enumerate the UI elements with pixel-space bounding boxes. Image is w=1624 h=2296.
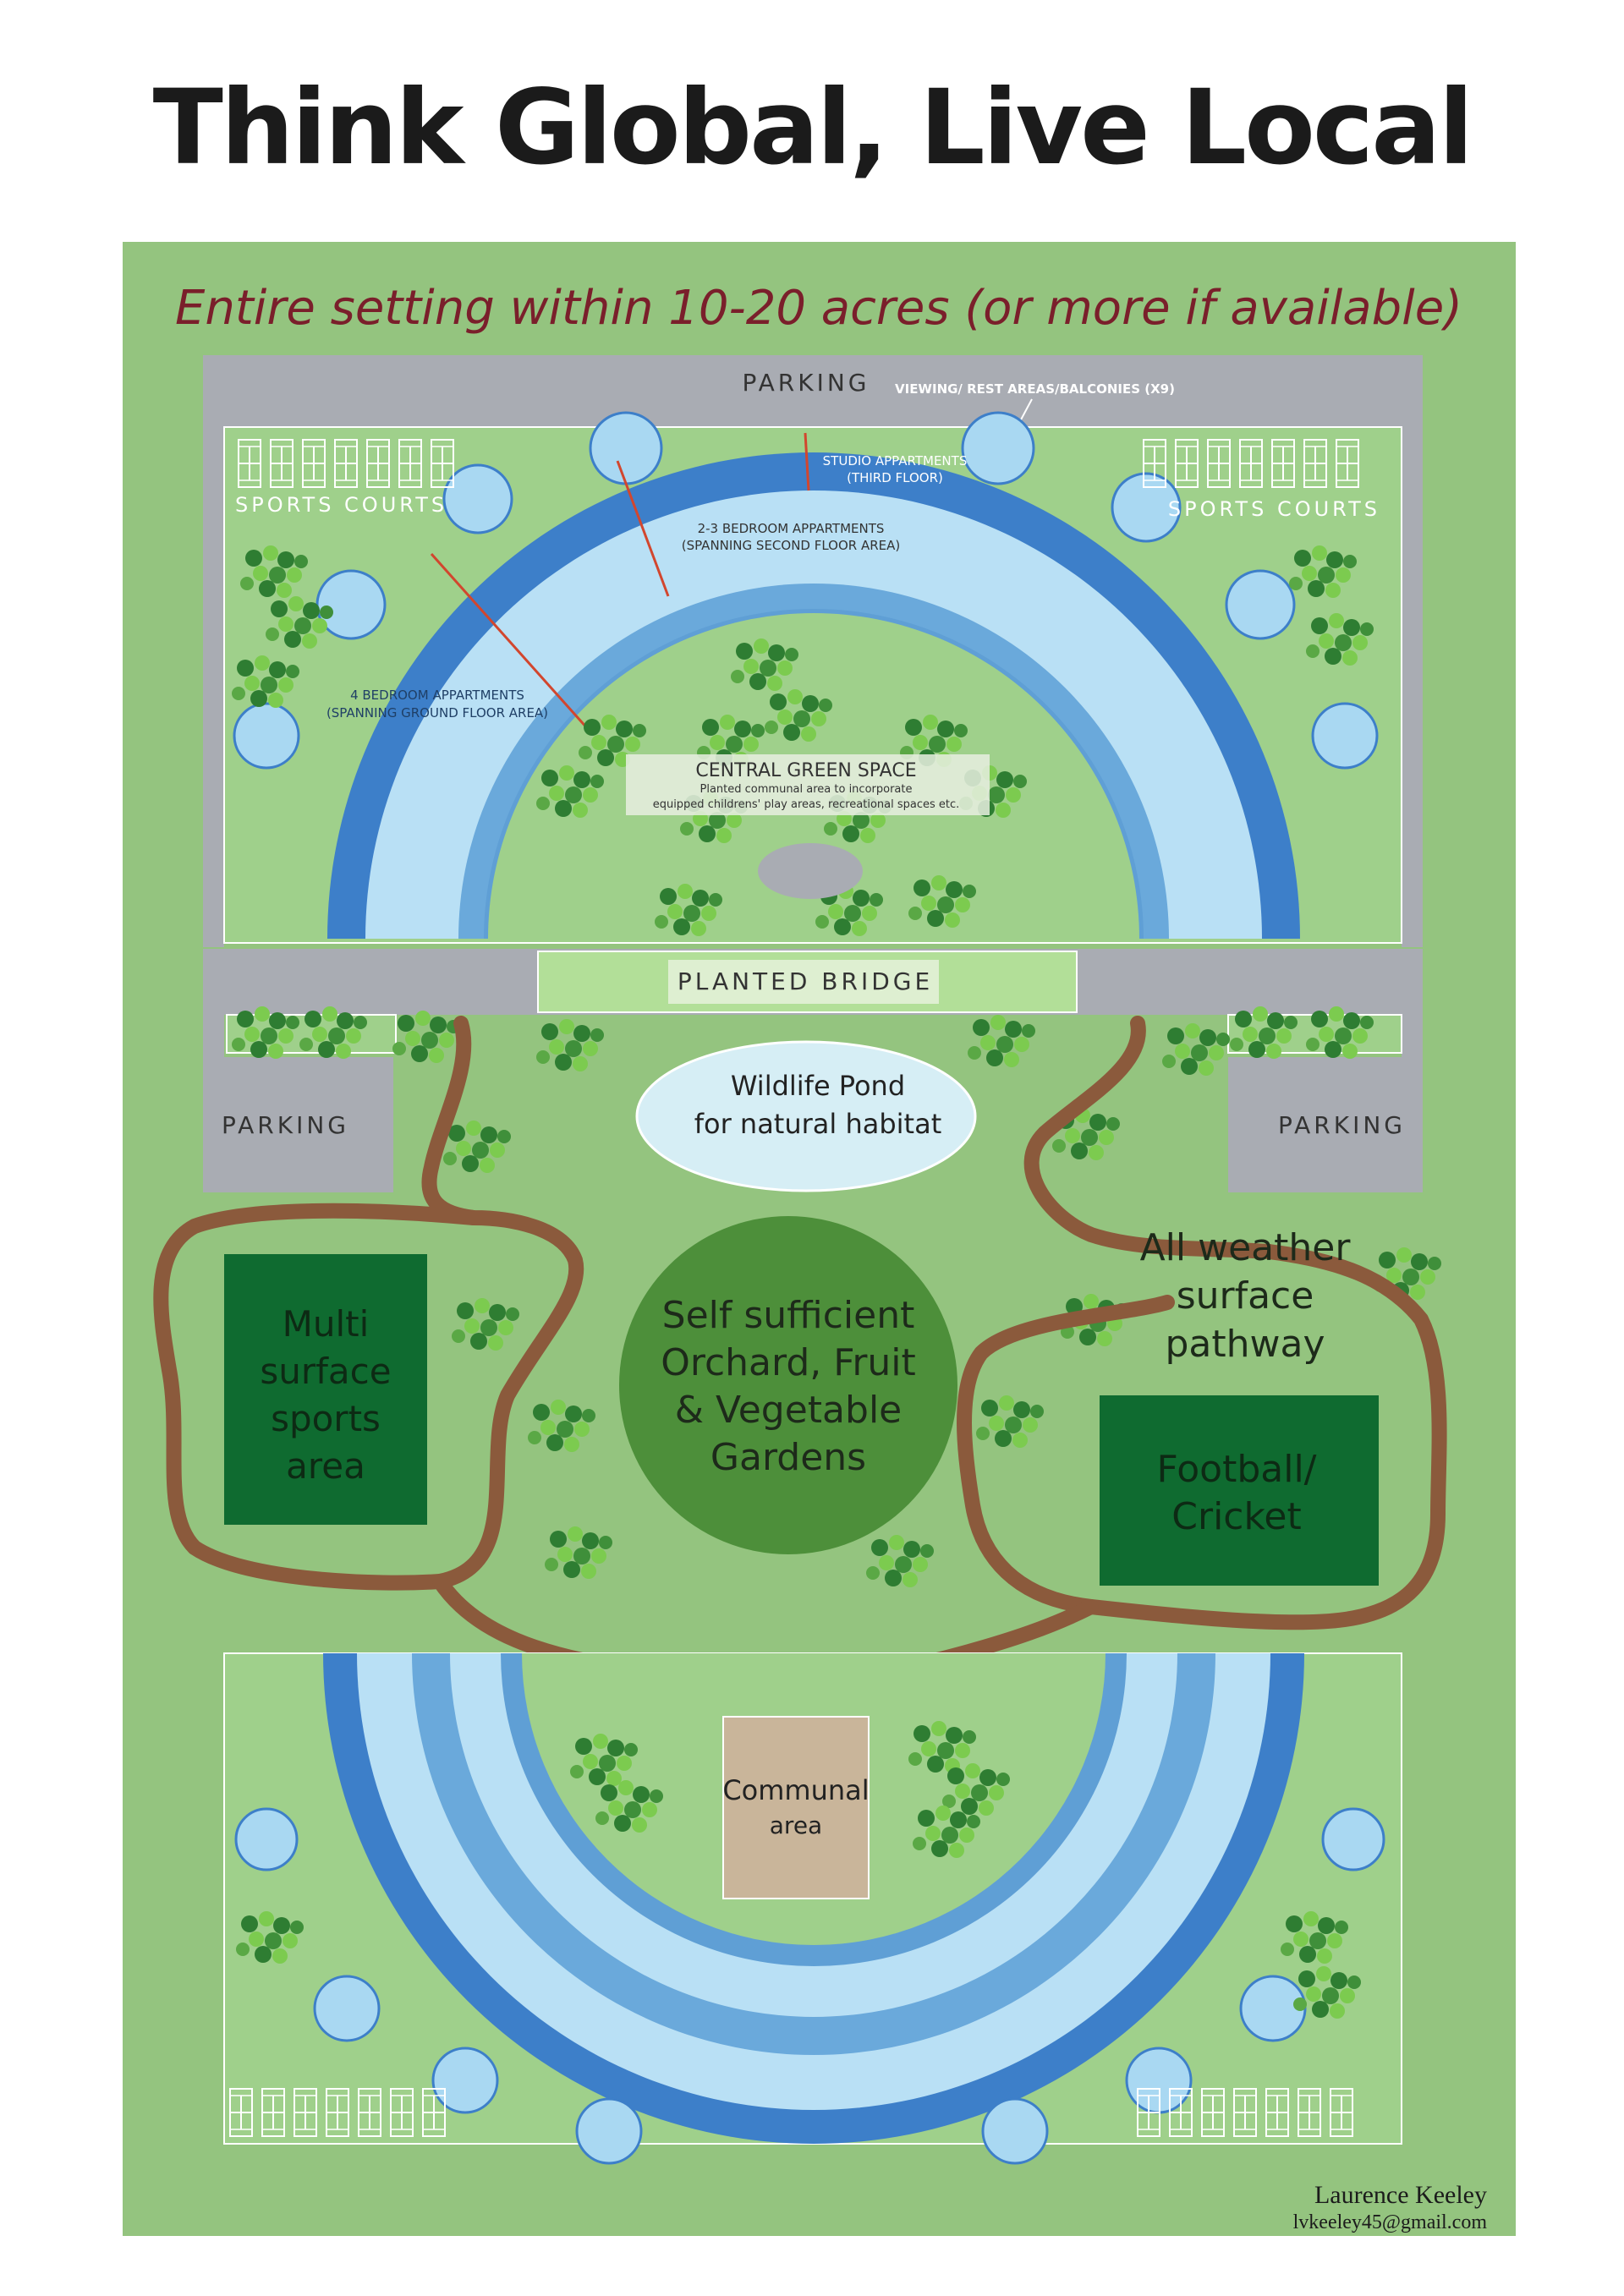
- balcony: [1111, 472, 1182, 543]
- communal-label-1: Communal: [722, 1774, 869, 1806]
- balcony: [431, 2047, 499, 2114]
- sports-courts-left-label: SPORTS COURTS: [235, 493, 447, 517]
- balcony: [234, 1807, 299, 1871]
- bedroom-23-label-2: (SPANNING SECOND FLOOR AREA): [682, 538, 901, 553]
- football-label-1: Football/: [1157, 1448, 1317, 1491]
- central-green-title: CENTRAL GREEN SPACE: [695, 760, 916, 781]
- balcony: [313, 1975, 381, 2042]
- parking-top: [203, 355, 1421, 427]
- planted-bridge-label: PLANTED BRIDGE: [678, 967, 933, 995]
- parking-right: [1228, 1057, 1423, 1192]
- viewing-areas-pointer: [1018, 398, 1033, 424]
- viewing-areas-label: VIEWING/ REST AREAS/BALCONIES (X9): [895, 381, 1175, 397]
- balcony: [575, 2097, 643, 2165]
- multi-label-1: Multi: [283, 1303, 370, 1345]
- central-green-label-box: [626, 754, 990, 815]
- sports-courts-right: [1143, 439, 1359, 488]
- studio-label-1: STUDIO APPARTMENTS: [823, 453, 968, 469]
- road-left: [203, 355, 224, 947]
- bedroom-4-label-1: 4 BEDROOM APPARTMENTS: [350, 688, 524, 703]
- author-email: lvkeeley45@gmail.com: [1293, 2211, 1488, 2233]
- balcony: [981, 2097, 1049, 2165]
- all-weather-pathway: [153, 1016, 1447, 1685]
- central-green-sub-1: Planted communal area to incorporate: [700, 783, 913, 796]
- studio-label-2: (THIRD FLOOR): [847, 470, 943, 485]
- road-right: [1402, 355, 1423, 947]
- planted-bridge-label-box: [668, 960, 939, 1004]
- orchard-label-3: & Vegetable: [675, 1389, 903, 1432]
- parking-right-label: PARKING: [1278, 1111, 1406, 1139]
- football-label-2: Cricket: [1171, 1495, 1301, 1538]
- bedroom-23-label-1: 2-3 BEDROOM APPARTMENTS: [698, 521, 885, 536]
- balcony: [961, 411, 1035, 485]
- top-balconies: [233, 411, 1379, 770]
- sports-courts-left: [238, 439, 454, 488]
- balcony: [589, 411, 663, 485]
- multi-label-2: surface: [260, 1351, 391, 1392]
- orchard-label-2: Orchard, Fruit: [661, 1341, 916, 1384]
- pathway-label-3: pathway: [1165, 1323, 1325, 1366]
- orchard-garden: [619, 1216, 957, 1554]
- site-heading: Entire setting within 10-20 acres (or mo…: [175, 281, 1462, 336]
- pathway-label-2: surface: [1177, 1274, 1314, 1318]
- pathway-label-1: All weather: [1140, 1226, 1352, 1269]
- balcony: [442, 463, 513, 534]
- pond-label-2: for natural habitat: [694, 1108, 942, 1140]
- parking-left-label: PARKING: [222, 1111, 349, 1139]
- communal-area: [722, 1716, 870, 1899]
- orchard-label-1: Self sufficient: [662, 1294, 915, 1337]
- balcony: [1321, 1807, 1385, 1871]
- multi-label-4: area: [286, 1445, 365, 1487]
- sports-courts-right-label: SPORTS COURTS: [1168, 497, 1380, 521]
- communal-label-2: area: [770, 1811, 822, 1839]
- wildlife-pond: [635, 1040, 977, 1192]
- orchard-label-4: Gardens: [710, 1436, 866, 1479]
- central-green-sub-2: equipped childrens' play areas, recreati…: [653, 798, 960, 811]
- central-plaza: [758, 843, 863, 899]
- balcony: [1225, 569, 1296, 640]
- author-name: Laurence Keeley: [1314, 2181, 1487, 2209]
- multi-label-3: sports: [271, 1398, 381, 1439]
- football-cricket-pitch: [1100, 1395, 1379, 1586]
- balcony: [1311, 702, 1379, 770]
- parking-left: [203, 1057, 393, 1192]
- sports-courts-bottom-left: [229, 2088, 446, 2137]
- balcony: [315, 569, 387, 640]
- balcony: [233, 702, 300, 770]
- apartment-dividers: [430, 432, 810, 730]
- pond-label-1: Wildlife Pond: [731, 1070, 905, 1102]
- multi-surface-sports-area: [224, 1254, 427, 1525]
- bedroom-4-label-2: (SPANNING GROUND FLOOR AREA): [326, 705, 548, 721]
- parking-top-label: PARKING: [743, 369, 870, 397]
- sports-courts-bottom-right: [1137, 2088, 1353, 2137]
- page-title: Think Global, Live Local: [152, 68, 1474, 188]
